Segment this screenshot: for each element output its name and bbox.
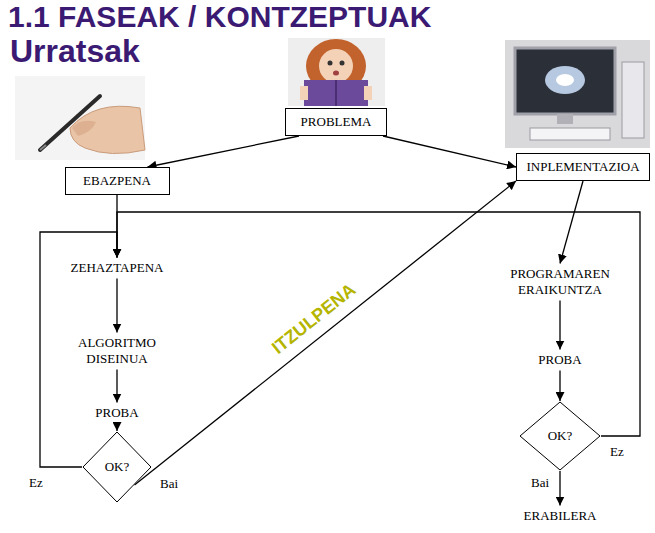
flow-arrow	[135, 181, 517, 485]
edge-label: Bai	[530, 475, 550, 491]
node-text: ERABILERA	[524, 508, 597, 524]
step-label: ERABILERA	[521, 506, 600, 527]
hand-with-pen	[15, 76, 145, 160]
flow-arrow	[116, 370, 117, 403]
node-text: PROGRAMAREN ERAIKUNTZA	[501, 266, 619, 299]
node-text: PROBA	[538, 352, 581, 368]
decision-diamond: OK?	[82, 431, 152, 503]
node-text: EBAZPENA	[83, 173, 151, 189]
edge-label: ITZULPENA	[267, 279, 361, 360]
step-label: PROBA	[535, 350, 585, 371]
process-box: INPLEMENTAZIOA	[516, 153, 650, 181]
node-text: OK?	[105, 459, 130, 475]
node-text: OK?	[548, 428, 573, 444]
flow-arrow	[116, 279, 117, 333]
flow-arrow	[559, 301, 560, 350]
flow-arrow	[560, 181, 583, 264]
edge-label: Ez	[609, 444, 625, 460]
step-label: ALGORITMO DISEINUA	[64, 333, 170, 370]
node-text: PROBLEMA	[301, 114, 372, 130]
flow-arrow	[559, 471, 560, 506]
node-text: ALGORITMO DISEINUA	[67, 335, 167, 368]
subtitle: Urratsak	[10, 34, 140, 69]
girl-reading	[288, 38, 385, 106]
decision-diamond: OK?	[519, 401, 601, 471]
branch-label: Bai	[160, 476, 178, 492]
flow-arrow	[117, 212, 640, 436]
flow-arrow	[383, 136, 516, 167]
node-text: ZEHAZTAPENA	[71, 260, 164, 276]
step-label: ZEHAZTAPENA	[68, 258, 167, 279]
diamond-shape	[520, 402, 600, 470]
process-box: PROBLEMA	[285, 108, 387, 136]
flow-arrow	[148, 136, 300, 167]
process-box: EBAZPENA	[65, 167, 170, 195]
slide-title: 1.1 FASEAK / KONTZEPTUAK	[8, 0, 431, 35]
flow-arrow	[559, 371, 560, 402]
diamond-shape	[83, 432, 151, 502]
edge-label: Ez	[28, 475, 44, 491]
flow-arrow	[116, 424, 117, 432]
step-label: PROBA	[92, 403, 142, 424]
computer	[505, 40, 650, 148]
node-text: INPLEMENTAZIOA	[526, 159, 639, 175]
step-label: PROGRAMAREN ERAIKUNTZA	[498, 264, 622, 301]
node-text: PROBA	[95, 405, 138, 421]
